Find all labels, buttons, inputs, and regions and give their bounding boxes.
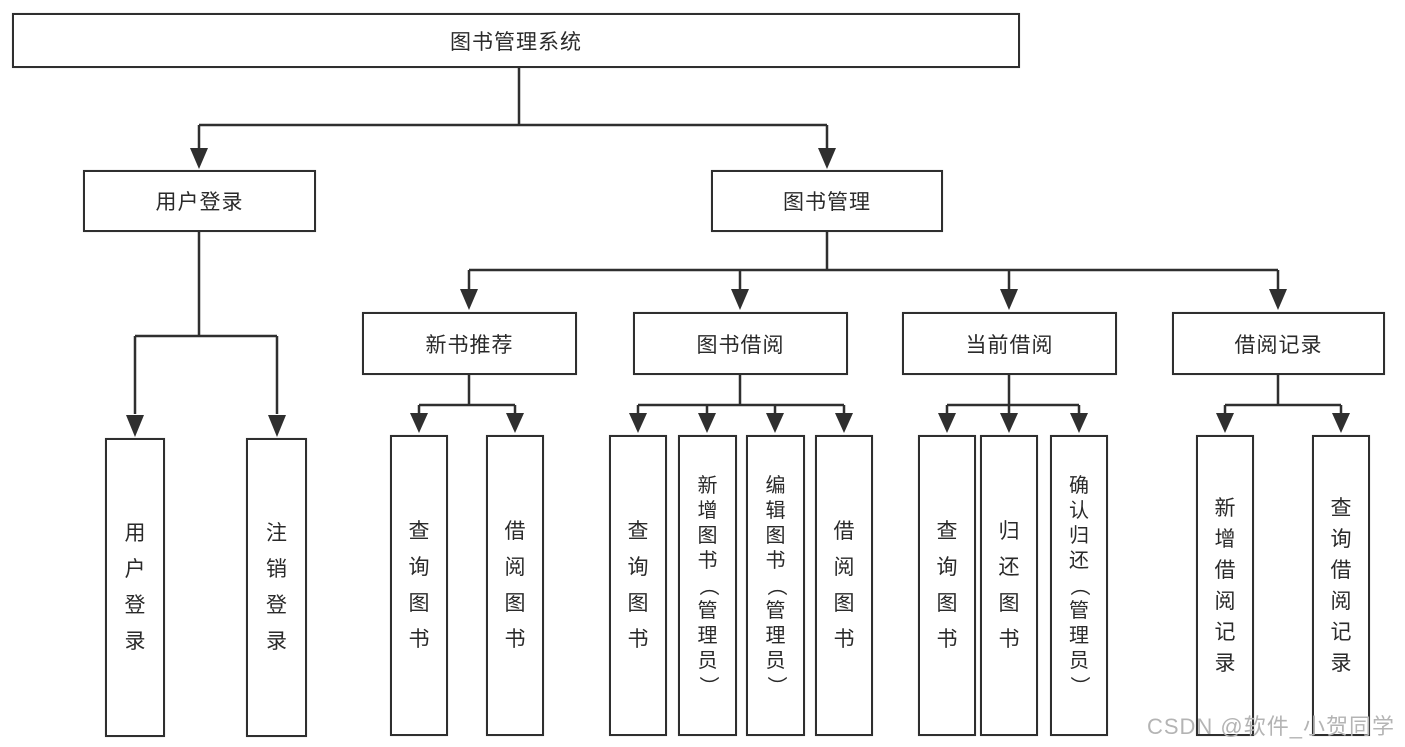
node-new-book-recommend-label: 新书推荐 bbox=[425, 333, 514, 357]
leaf-add-book-admin-label: 新增图书（管理员） bbox=[696, 474, 719, 696]
node-book-borrow: 图书借阅 bbox=[633, 312, 848, 375]
node-user-login-label: 用户登录 bbox=[155, 191, 244, 214]
leaf-edit-book-admin: 编辑图书（管理员） bbox=[746, 435, 805, 736]
leaf-query-books-1-label: 查询图书 bbox=[408, 520, 430, 651]
leaf-add-borrow-record-label: 新增借阅记录 bbox=[1214, 496, 1236, 675]
leaf-query-books-2: 查询图书 bbox=[609, 435, 667, 736]
arrowheads bbox=[126, 148, 1350, 437]
node-new-book-recommend: 新书推荐 bbox=[362, 312, 577, 375]
leaf-confirm-return-admin-label: 确认归还（管理员） bbox=[1068, 474, 1090, 696]
node-root-label: 图书管理系统 bbox=[450, 30, 582, 54]
leaf-query-borrow-record-label: 查询借阅记录 bbox=[1330, 496, 1352, 675]
node-current-borrow: 当前借阅 bbox=[902, 312, 1117, 375]
leaf-query-books-1: 查询图书 bbox=[390, 435, 448, 736]
leaf-query-books-2-label: 查询图书 bbox=[627, 520, 649, 651]
leaf-query-books-3: 查询图书 bbox=[918, 435, 976, 736]
leaf-logout-label: 注销登录 bbox=[266, 522, 287, 653]
leaf-query-books-3-label: 查询图书 bbox=[936, 520, 958, 651]
leaf-user-login-label: 用户登录 bbox=[124, 522, 146, 653]
node-borrow-records-label: 借阅记录 bbox=[1234, 333, 1323, 357]
watermark: CSDN @软件_小贺同学 bbox=[1146, 714, 1395, 739]
leaf-add-borrow-record: 新增借阅记录 bbox=[1196, 435, 1254, 736]
leaf-borrow-books-1-label: 借阅图书 bbox=[504, 520, 526, 651]
node-book-borrow-label: 图书借阅 bbox=[696, 333, 785, 357]
leaf-confirm-return-admin: 确认归还（管理员） bbox=[1050, 435, 1108, 736]
leaf-borrow-books-2: 借阅图书 bbox=[815, 435, 873, 736]
leaf-add-book-admin: 新增图书（管理员） bbox=[678, 435, 737, 736]
leaf-borrow-books-2-label: 借阅图书 bbox=[833, 520, 855, 651]
leaf-logout: 注销登录 bbox=[246, 438, 307, 737]
leaf-return-book: 归还图书 bbox=[980, 435, 1038, 736]
connector-paths bbox=[133, 68, 1343, 414]
leaf-query-borrow-record: 查询借阅记录 bbox=[1312, 435, 1370, 736]
leaf-user-login: 用户登录 bbox=[105, 438, 165, 737]
node-user-login: 用户登录 bbox=[83, 170, 316, 232]
node-book-management-label: 图书管理 bbox=[783, 191, 871, 214]
leaf-borrow-books-1: 借阅图书 bbox=[486, 435, 544, 736]
leaf-edit-book-admin-label: 编辑图书（管理员） bbox=[764, 474, 787, 696]
leaf-return-book-label: 归还图书 bbox=[998, 520, 1020, 651]
node-book-management: 图书管理 bbox=[711, 170, 943, 232]
node-current-borrow-label: 当前借阅 bbox=[965, 333, 1054, 357]
node-borrow-records: 借阅记录 bbox=[1172, 312, 1385, 375]
node-root: 图书管理系统 bbox=[12, 13, 1020, 68]
